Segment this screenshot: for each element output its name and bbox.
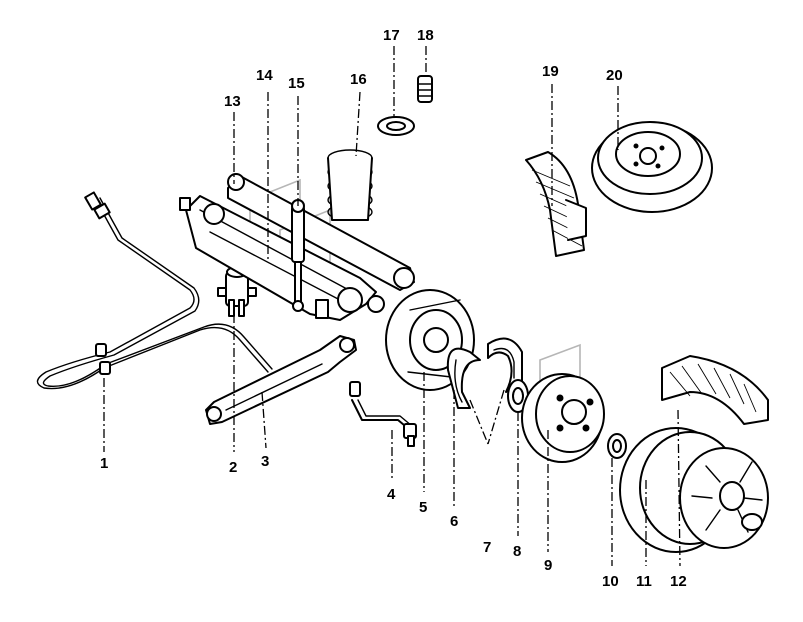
callout-1: 1	[100, 455, 108, 472]
axle-beam	[179, 173, 415, 321]
callout-20: 20	[606, 67, 623, 84]
bump-stop	[417, 75, 433, 103]
callout-9: 9	[544, 557, 552, 574]
brake-shoe	[446, 347, 481, 409]
callout-3: 3	[261, 453, 269, 470]
mudguard-liner-rear	[525, 151, 587, 257]
brake-pipe	[36, 191, 273, 390]
callout-14: 14	[256, 67, 273, 84]
callout-2: 2	[229, 459, 237, 476]
coil-spring	[327, 149, 373, 221]
seal-ring	[377, 116, 415, 136]
brake-hose	[349, 381, 417, 447]
callout-16: 16	[350, 71, 367, 88]
leader-lines	[103, 46, 681, 567]
callout-numbers: 1 2 3 4 5 6 7 8 9 10 11 12 13 14 15 16 1…	[100, 27, 687, 590]
callout-12: 12	[670, 573, 687, 590]
callout-13: 13	[224, 93, 241, 110]
callout-4: 4	[387, 486, 396, 503]
callout-8: 8	[513, 543, 521, 560]
callout-15: 15	[288, 75, 305, 92]
callout-11: 11	[636, 573, 652, 590]
callout-6: 6	[450, 513, 458, 530]
brake-drum	[521, 373, 605, 463]
callout-17: 17	[383, 27, 400, 44]
callout-5: 5	[419, 499, 427, 516]
hub-nut	[607, 433, 627, 459]
callout-19: 19	[542, 63, 559, 80]
callout-10: 10	[602, 573, 619, 590]
hubcap-and-liner	[661, 355, 769, 549]
wheel-rim	[591, 121, 713, 213]
trailing-lever	[205, 335, 357, 425]
callout-18: 18	[417, 27, 434, 44]
brake-shoe-pair	[487, 337, 523, 393]
callout-7: 7	[483, 539, 491, 556]
